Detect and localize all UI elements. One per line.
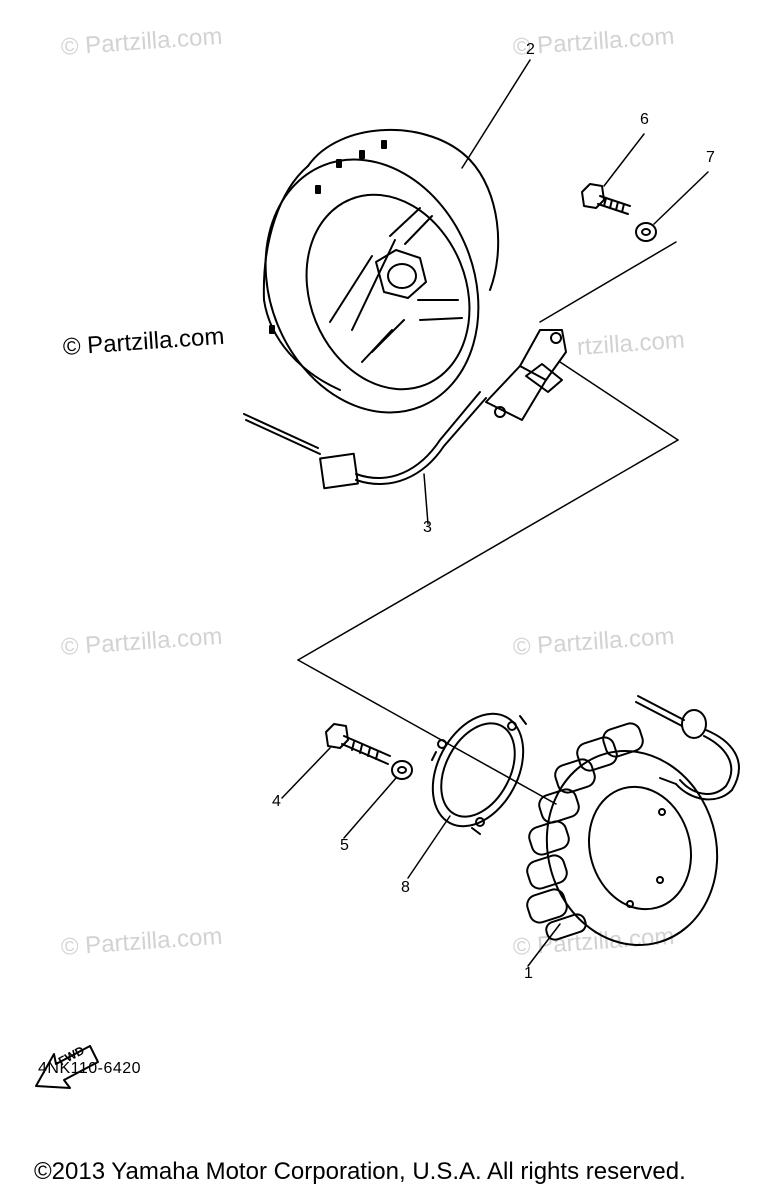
bolt-6 <box>581 183 631 215</box>
callout-8: 8 <box>401 879 410 896</box>
stator-assembly <box>526 695 740 947</box>
copyright-notice: ©2013 Yamaha Motor Corporation, U.S.A. A… <box>34 1158 686 1185</box>
callout-4: 4 <box>272 793 281 810</box>
callout-5: 5 <box>340 837 349 854</box>
callout-2: 2 <box>526 41 535 58</box>
washer-5 <box>391 760 413 780</box>
fwd-arrow-icon <box>35 1045 99 1089</box>
callout-6: 6 <box>640 111 649 128</box>
callout-3: 3 <box>423 519 432 536</box>
washer-7 <box>635 222 657 242</box>
bolt-4 <box>325 723 391 765</box>
pickup-coil <box>243 329 567 490</box>
diagram-code: 4NK110-6420 <box>38 1060 142 1077</box>
alignment-lines <box>297 241 679 805</box>
leader-lines <box>281 59 709 967</box>
flywheel-rotor <box>262 128 500 414</box>
gasket-plate <box>431 712 527 835</box>
callout-7: 7 <box>706 149 715 166</box>
callout-1: 1 <box>524 965 533 982</box>
